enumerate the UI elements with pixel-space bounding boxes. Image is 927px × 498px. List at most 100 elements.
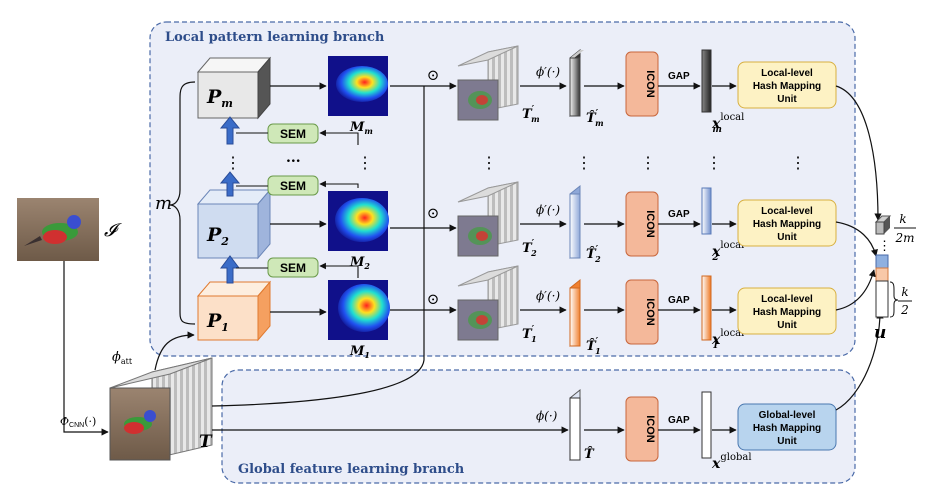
x-bar-m — [701, 49, 712, 113]
sem-hdots: ... — [286, 150, 301, 166]
dots-to-semm — [319, 129, 359, 145]
rows-vdots: ⋮ ⋮ ⋮ ⋮ ⋮ — [481, 153, 806, 172]
svg-text:Unit: Unit — [777, 94, 797, 105]
output-u-label: u — [874, 323, 886, 343]
svg-text:Local-level: Local-level — [761, 294, 813, 305]
global-unit-to-output — [835, 311, 884, 411]
that-label-2: T̂′2 — [586, 245, 601, 264]
m-brace — [169, 81, 196, 325]
svg-text:2: 2 — [900, 303, 909, 317]
feature-tensor-T — [109, 357, 213, 461]
svg-text:ICON: ICON — [644, 70, 656, 98]
that-bar-global — [569, 388, 581, 462]
phi-prime-2: ϕ′(·) — [536, 203, 560, 217]
gap-label-2: GAP — [668, 209, 690, 220]
map-label-m2: M2 — [349, 255, 370, 271]
unit-m-to-output — [835, 85, 882, 221]
part-label-p2: P2 — [206, 224, 229, 248]
svg-text:Local-level: Local-level — [761, 206, 813, 217]
that-bar-1 — [569, 278, 581, 348]
tprime-label-1: T′1 — [522, 325, 537, 344]
sem-box-m: SEM — [267, 123, 319, 144]
input-image-label: 𝓘 — [104, 220, 122, 241]
tensor-to-p1-arrow — [154, 331, 195, 371]
phi-att-label: ϕatt — [112, 350, 133, 366]
phi-prime-m: ϕ′(·) — [536, 65, 560, 79]
phi-cnn-label: ΦCNN(·) — [60, 415, 96, 429]
unit-2-to-output — [835, 221, 878, 257]
svg-text:Unit: Unit — [777, 436, 797, 447]
svg-text:Unit: Unit — [777, 232, 797, 243]
svg-text:Hash Mapping: Hash Mapping — [753, 81, 821, 92]
that-label-1: T̂′1 — [586, 337, 601, 356]
output-vdots: ⋮ — [878, 239, 891, 254]
phi-prime-1: ϕ′(·) — [536, 289, 560, 303]
svg-text:⋮: ⋮ — [576, 153, 592, 172]
svg-text:⋮: ⋮ — [706, 153, 722, 172]
that-bar-m — [569, 48, 584, 118]
frac-k-2m: k 2m — [894, 212, 916, 245]
map1-to-sem1 — [319, 262, 359, 278]
svg-text:⋮: ⋮ — [790, 153, 806, 172]
svg-text:SEM: SEM — [280, 261, 306, 275]
local-unit-1: Local-level Hash Mapping Unit — [737, 287, 837, 335]
heatmap-m1 — [328, 280, 390, 340]
odot-1: ⊙ — [427, 290, 440, 308]
odot-2: ⊙ — [427, 204, 440, 222]
global-branch-title: Global feature learning branch — [238, 462, 465, 477]
tensor-T-label: T — [199, 432, 213, 452]
svg-text:ICON: ICON — [644, 415, 656, 443]
weighted-tensor-2 — [457, 181, 519, 257]
input-to-backbone-arrow — [63, 261, 109, 436]
local-branch-title: Local pattern learning branch — [165, 30, 385, 45]
maps-vdots: ⋮ — [357, 153, 373, 172]
global-unit: Global-level Hash Mapping Unit — [737, 403, 837, 451]
m-label: m — [155, 193, 172, 214]
phi-global: ϕ(·) — [536, 409, 558, 423]
heatmap-m2 — [328, 191, 389, 251]
tprime-label-m: T′m — [522, 105, 540, 124]
part-box-p2 — [196, 188, 272, 260]
sem-box-2: SEM — [267, 175, 319, 196]
up-arrow-m — [219, 116, 241, 145]
output-vector-u — [874, 215, 892, 318]
gap-label-m: GAP — [668, 71, 690, 82]
map-label-mm: Mm — [349, 120, 373, 136]
parts-vdots: ⋮ — [225, 153, 241, 172]
svg-text:⋮: ⋮ — [481, 153, 497, 172]
icon-box-1: ICON — [625, 279, 659, 345]
that-bar-2 — [569, 184, 581, 260]
weighted-tensor-1 — [457, 265, 519, 341]
map-label-m1: M1 — [349, 344, 370, 360]
x-label-global: xglobal — [711, 452, 752, 472]
svg-text:Global-level: Global-level — [759, 410, 816, 421]
svg-text:Hash Mapping: Hash Mapping — [753, 307, 821, 318]
tprime-label-2: T′2 — [522, 239, 537, 258]
x-bar-1 — [701, 275, 712, 341]
gap-label-global: GAP — [668, 415, 690, 426]
svg-text:Hash Mapping: Hash Mapping — [753, 219, 821, 230]
svg-text:k: k — [901, 285, 908, 299]
sem-box-1: SEM — [267, 257, 319, 278]
local-unit-m: Local-level Hash Mapping Unit — [737, 61, 837, 109]
svg-text:Unit: Unit — [777, 320, 797, 331]
that-label-m: T̂′m — [586, 109, 604, 128]
input-bird-image — [17, 198, 99, 261]
local-unit-2: Local-level Hash Mapping Unit — [737, 199, 837, 247]
svg-text:SEM: SEM — [280, 127, 306, 141]
svg-text:⋮: ⋮ — [640, 153, 656, 172]
part-box-pm — [196, 56, 272, 120]
odot-m: ⊙ — [427, 66, 440, 84]
icon-box-m: ICON — [625, 51, 659, 117]
svg-text:k: k — [899, 212, 906, 226]
frac-k-2: k 2 — [898, 285, 912, 317]
x-bar-global — [701, 391, 712, 459]
brace-k-2 — [889, 281, 899, 318]
svg-text:ICON: ICON — [644, 210, 656, 238]
svg-text:SEM: SEM — [280, 179, 306, 193]
svg-text:Local-level: Local-level — [761, 68, 813, 79]
